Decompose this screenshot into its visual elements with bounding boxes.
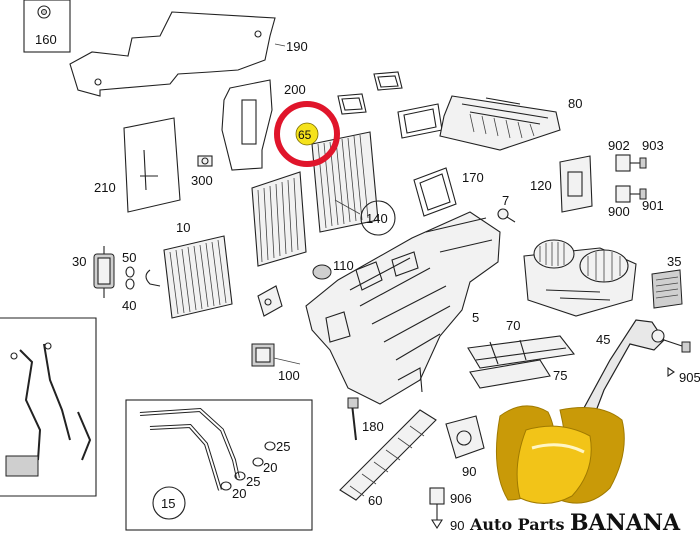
linkage-box-left: [0, 317, 97, 497]
highlight-marker-65: 65: [274, 101, 340, 167]
callout-7: 7: [502, 193, 509, 208]
part-60-heater-core: 60: [339, 409, 437, 508]
part-30-valve: 30 50 40: [72, 246, 136, 313]
callout-5: 5: [472, 310, 479, 325]
callout-210: 210: [94, 180, 116, 195]
part-110-sensor: 110: [312, 258, 354, 280]
callout-45: 45: [596, 332, 610, 347]
part-906-sensor: 906 90: [429, 487, 472, 533]
callout-20-a: 20: [263, 460, 277, 475]
part-10-evaporator: 10: [145, 220, 233, 319]
sensors-900-903: 902 903 900 901: [608, 138, 664, 219]
part-35-resistor: 35: [651, 254, 683, 309]
callout-901: 901: [642, 198, 664, 213]
callout-35: 35: [667, 254, 681, 269]
callout-200: 200: [284, 82, 306, 97]
callout-180: 180: [362, 419, 384, 434]
callout-20-b: 20: [232, 486, 246, 501]
bracket-small: [257, 285, 283, 317]
part-80-duct: 80: [439, 95, 582, 151]
part-120-module: 120: [530, 155, 593, 213]
callout-120: 120: [530, 178, 552, 193]
part-200-gasket: 200: [221, 79, 306, 171]
watermark-brand: Auto Parts: [469, 515, 570, 534]
callout-906: 906: [450, 491, 472, 506]
callout-902: 902: [608, 138, 630, 153]
callout-110: 110: [333, 258, 354, 273]
part-160-box: 160: [23, 0, 71, 53]
callout-15: 15: [161, 496, 175, 511]
part-180-sensor: 180: [347, 397, 384, 441]
callout-60: 60: [368, 493, 382, 508]
part-300-clip: 300: [191, 155, 213, 188]
callout-90: 90: [462, 464, 476, 479]
callout-65: 65: [298, 128, 312, 142]
hose-box-15: 25 20 25 20 15: [125, 399, 313, 531]
callout-100: 100: [278, 368, 300, 383]
part-170-gasket: 170: [413, 167, 484, 217]
callout-140: 140: [366, 211, 388, 226]
part-45-support-arm: 45 905: [571, 319, 700, 433]
watermark-text: Auto Parts BANANA: [469, 510, 681, 536]
callout-10: 10: [176, 220, 190, 235]
callout-80: 80: [568, 96, 582, 111]
callout-75: 75: [553, 368, 567, 383]
part-100-actuator: 100: [251, 343, 301, 383]
callout-40: 40: [122, 298, 136, 313]
part-90-actuator: 90: [445, 415, 485, 479]
part-210-pad: 210: [94, 117, 181, 213]
callout-900: 900: [608, 204, 630, 219]
part-7-screw: 7: [497, 193, 516, 223]
part-140-cabin-filters: 140: [251, 131, 396, 267]
part-35-blower: [523, 239, 637, 317]
callout-30: 30: [72, 254, 86, 269]
banana-watermark-logo: [495, 405, 625, 504]
callout-190: 190: [286, 39, 308, 54]
callout-905: 905: [679, 370, 700, 385]
part-70-75-flaps: 70 75: [467, 318, 576, 389]
callout-160: 160: [35, 32, 57, 47]
part-5-hvac-housing: 5: [305, 211, 501, 405]
callout-25-a: 25: [276, 439, 290, 454]
watermark-brand-bold: BANANA: [570, 510, 681, 536]
callout-25-b: 25: [246, 474, 260, 489]
callout-90x: 90: [450, 518, 464, 533]
seal-frames: [337, 71, 443, 139]
part-190-mat: 190: [69, 11, 308, 97]
callout-170: 170: [462, 170, 484, 185]
callout-70: 70: [506, 318, 520, 333]
callout-903: 903: [642, 138, 664, 153]
callout-300: 300: [191, 173, 213, 188]
callout-50: 50: [122, 250, 136, 265]
